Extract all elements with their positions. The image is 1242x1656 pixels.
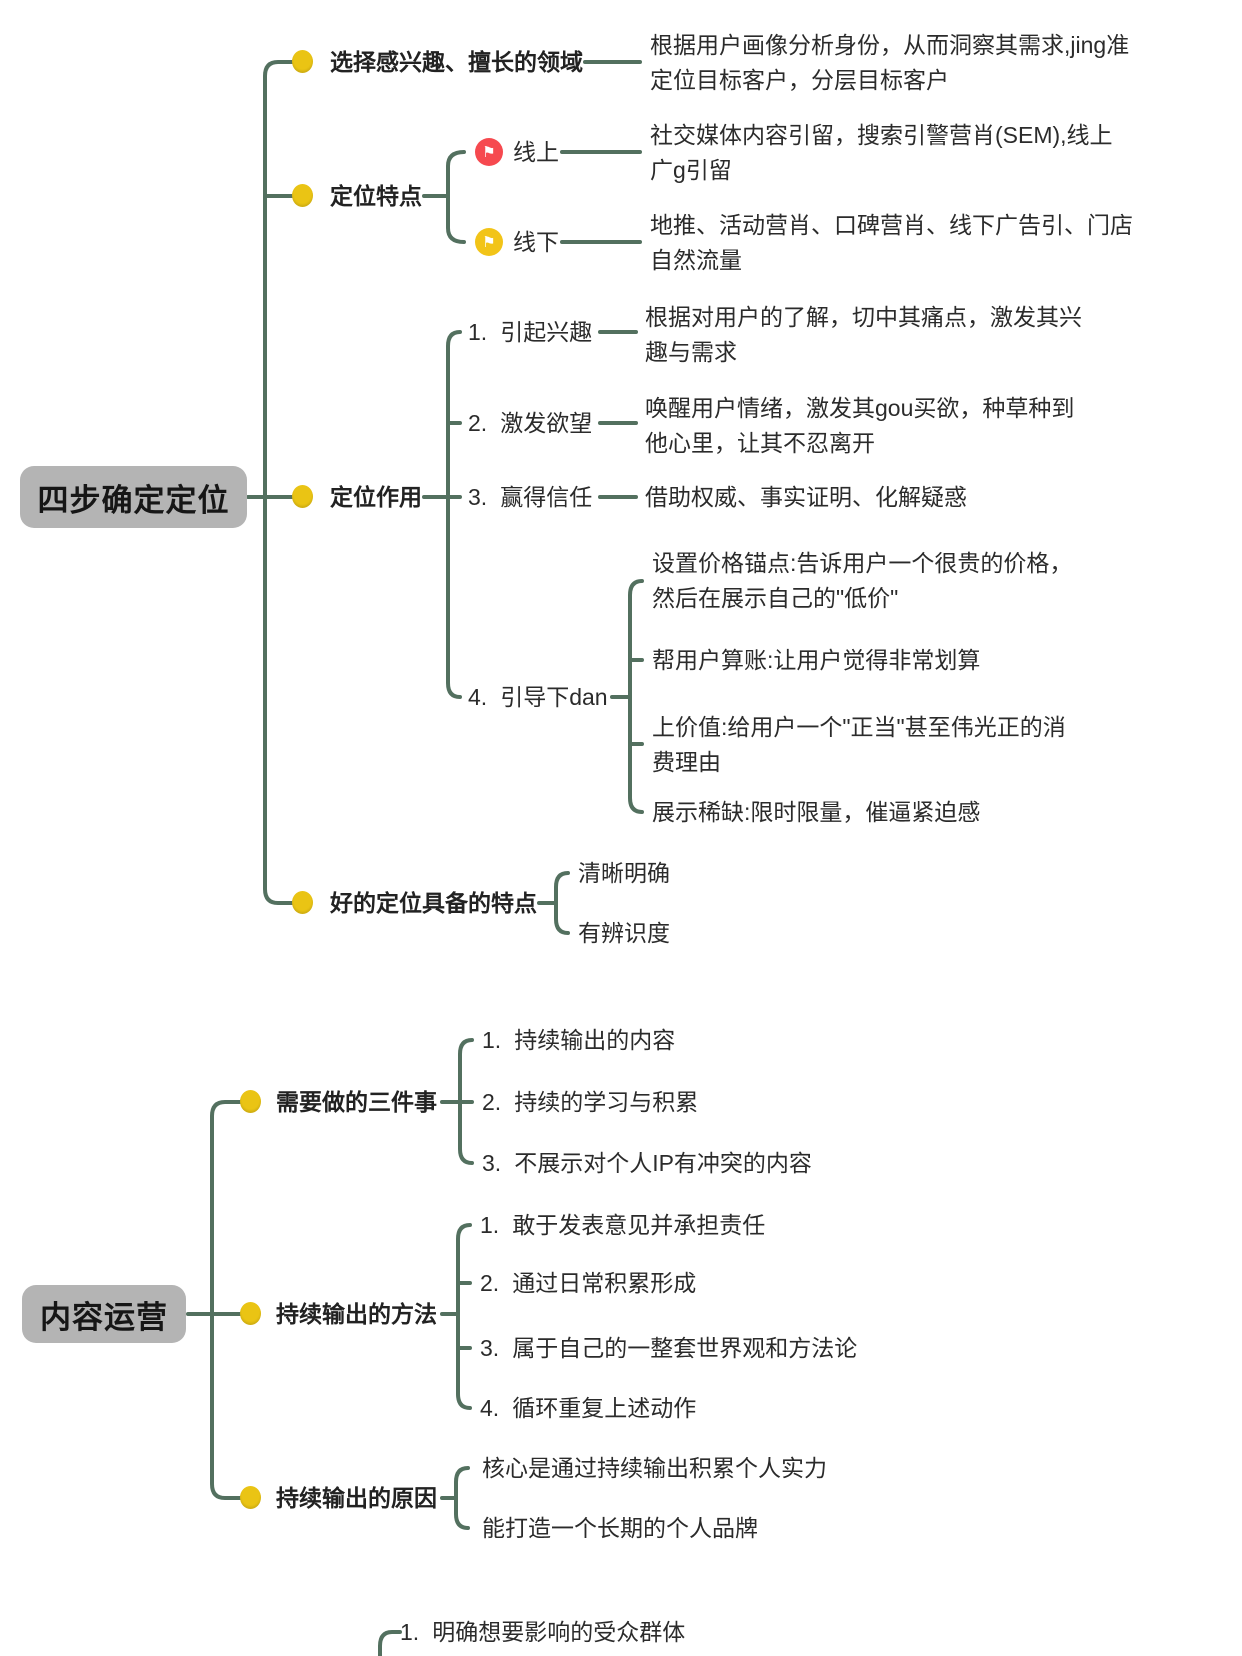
flag-glyph: ⚑ [482, 143, 496, 161]
node-positioning-roles[interactable]: 定位作用 [330, 484, 422, 510]
connector-tree2-b2-bracket [440, 1223, 472, 1410]
item-label: 循环重复上述动作 [512, 1395, 697, 1421]
node-choose-field[interactable]: 选择感兴趣、擅长的领域 [330, 49, 583, 75]
item-label: 持续输出的内容 [514, 1027, 676, 1053]
node-positioning-features[interactable]: 定位特点 [330, 183, 422, 209]
item-number: 3. [482, 1150, 502, 1176]
item-number: 3. [480, 1335, 500, 1361]
connector-tree1-trunk [263, 60, 294, 905]
node-clear-explicit[interactable]: 清晰明确 [578, 860, 670, 886]
root-node-positioning-label: 四步确定定位 [37, 482, 230, 518]
node-online[interactable]: 线上 [513, 139, 559, 165]
root-node-positioning[interactable]: 四步确定定位 [20, 466, 247, 528]
item-label: 引起兴趣 [500, 319, 593, 345]
note-offline[interactable]: 地推、活动营肖、口碑营肖、线下广告引、门店自然流量 [650, 212, 1133, 273]
item-label: 引导下dan [500, 684, 608, 710]
node-stimulate-desire[interactable]: 2. 激发欲望 [468, 406, 592, 440]
note-help-calculate[interactable]: 帮用户算账:让用户觉得非常划算 [652, 647, 981, 673]
node-repeat-cycle[interactable]: 4. 循环重复上述动作 [480, 1391, 696, 1425]
note-stimulate-desire[interactable]: 唤醒用户情绪，激发其gou买欲，种草种到他心里，让其不忍离开 [645, 395, 1075, 456]
item-label: 激发欲望 [500, 410, 593, 436]
node-guide-order[interactable]: 4. 引导下dan [468, 680, 608, 714]
item-number: 2. [480, 1270, 500, 1296]
note-price-anchor[interactable]: 设置价格锚点:告诉用户一个很贵的价格，然后在展示自己的"低价" [652, 550, 1073, 611]
note-online[interactable]: 社交媒体内容引留，搜索引警营肖(SEM),线上广g引留 [650, 122, 1113, 183]
node-accumulate-strength[interactable]: 核心是通过持续输出积累个人实力 [482, 1455, 827, 1481]
topic-dot-icon[interactable] [292, 184, 313, 207]
flag-yellow-icon[interactable]: ⚑ [475, 228, 503, 256]
node-win-trust[interactable]: 3. 赢得信任 [468, 480, 592, 514]
node-output-reason[interactable]: 持续输出的原因 [276, 1485, 437, 1511]
item-number: 4. [468, 684, 488, 710]
node-longterm-brand[interactable]: 能打造一个长期的个人品牌 [482, 1515, 758, 1541]
node-own-worldview[interactable]: 3. 属于自己的一整套世界观和方法论 [480, 1331, 857, 1365]
connector-tree2-b1-bracket [440, 1038, 474, 1165]
item-label: 通过日常积累形成 [512, 1270, 697, 1296]
note-show-scarcity[interactable]: 展示稀缺:限时限量，催逼紧迫感 [652, 799, 981, 825]
root-node-content-ops-label: 内容运营 [40, 1299, 168, 1335]
connector-c4-bracket [610, 579, 644, 814]
note-win-trust[interactable]: 借助权威、事实证明、化解疑惑 [645, 484, 967, 510]
connector-tree1-b3-bracket [422, 330, 462, 699]
topic-dot-icon[interactable] [292, 50, 313, 73]
node-continuous-content[interactable]: 1. 持续输出的内容 [482, 1023, 675, 1057]
topic-dot-icon[interactable] [240, 1090, 261, 1113]
note-arouse-interest[interactable]: 根据对用户的了解，切中其痛点，激发其兴趣与需求 [645, 304, 1082, 365]
node-recognizable[interactable]: 有辨识度 [578, 920, 670, 946]
topic-dot-icon[interactable] [292, 485, 313, 508]
item-number: 1. [400, 1619, 420, 1645]
connector-partial-bracket [378, 1630, 402, 1656]
item-number: 2. [468, 410, 488, 436]
node-no-conflicting-content[interactable]: 3. 不展示对个人IP有冲突的内容 [482, 1146, 812, 1180]
connector-tree1-b2-bracket [422, 150, 466, 244]
item-label: 持续的学习与积累 [514, 1089, 699, 1115]
node-continuous-learning[interactable]: 2. 持续的学习与积累 [482, 1085, 698, 1119]
item-label: 明确想要影响的受众群体 [432, 1619, 686, 1645]
item-label: 属于自己的一整套世界观和方法论 [512, 1335, 858, 1361]
item-number: 1. [482, 1027, 502, 1053]
connector-tree1-b4-bracket [537, 871, 570, 935]
node-offline[interactable]: 线下 [513, 229, 559, 255]
node-output-method[interactable]: 持续输出的方法 [276, 1301, 437, 1327]
flag-red-icon[interactable]: ⚑ [475, 138, 503, 166]
item-label: 敢于发表意见并承担责任 [512, 1212, 766, 1238]
item-label: 赢得信任 [500, 484, 593, 510]
node-daily-accumulation[interactable]: 2. 通过日常积累形成 [480, 1266, 696, 1300]
item-number: 1. [480, 1212, 500, 1238]
flag-glyph: ⚑ [482, 233, 496, 251]
topic-dot-icon[interactable] [292, 891, 313, 914]
item-number: 2. [482, 1089, 502, 1115]
connector-tree2-trunk [210, 1100, 242, 1500]
item-number: 3. [468, 484, 488, 510]
item-label: 不展示对个人IP有冲突的内容 [514, 1150, 812, 1176]
root-node-content-ops[interactable]: 内容运营 [22, 1285, 186, 1343]
topic-dot-icon[interactable] [240, 1486, 261, 1509]
node-arouse-interest[interactable]: 1. 引起兴趣 [468, 315, 592, 349]
node-three-things[interactable]: 需要做的三件事 [276, 1089, 437, 1115]
item-number: 1. [468, 319, 488, 345]
node-target-audience[interactable]: 1. 明确想要影响的受众群体 [400, 1615, 685, 1649]
connector-tree2-b3-bracket [440, 1466, 470, 1530]
note-add-value[interactable]: 上价值:给用户一个"正当"甚至伟光正的消费理由 [652, 714, 1066, 775]
note-choose-field[interactable]: 根据用户画像分析身份，从而洞察其需求,jing准定位目标客户，分层目标客户 [650, 32, 1130, 93]
node-good-positioning-traits[interactable]: 好的定位具备的特点 [330, 890, 537, 916]
topic-dot-icon[interactable] [240, 1302, 261, 1325]
node-dare-opinions[interactable]: 1. 敢于发表意见并承担责任 [480, 1208, 765, 1242]
item-number: 4. [480, 1395, 500, 1421]
